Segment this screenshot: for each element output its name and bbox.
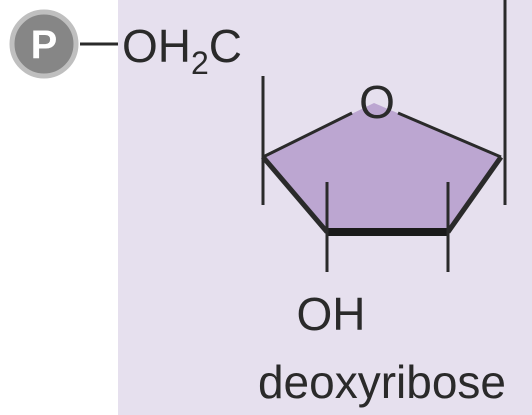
molecule-name: deoxyribose xyxy=(258,356,506,408)
sugar-ring xyxy=(263,103,501,232)
ring-bond-o-c1 xyxy=(397,111,502,159)
phosphate-symbol: P xyxy=(31,23,58,67)
ring-bond-c4-o xyxy=(262,111,353,159)
ring-oxygen-label: O xyxy=(359,76,395,128)
hydroxyl-label: OH xyxy=(297,288,366,340)
phosphate-circle xyxy=(9,9,79,79)
ring-bond-c1-c2 xyxy=(445,155,504,234)
ring-bond-c3-c4 xyxy=(261,155,329,234)
ch2-group-label: OH2C xyxy=(122,20,242,81)
